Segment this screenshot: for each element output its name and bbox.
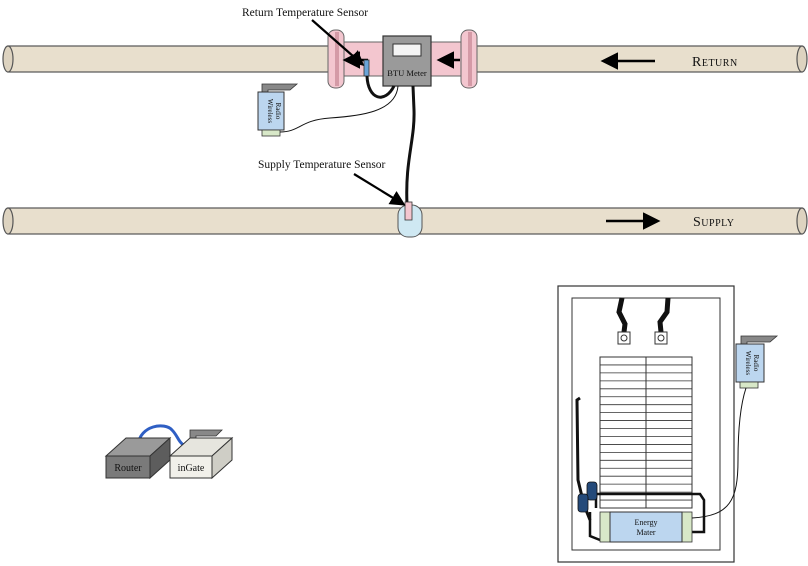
ingate-label: inGate: [178, 463, 205, 474]
radio-to-energy-meter-cable: [691, 387, 747, 519]
left-flange: [327, 29, 345, 89]
wireless-radio-panel: Wireless Radio: [735, 335, 779, 389]
breaker-stack: [599, 356, 693, 509]
ct-clamps: [577, 481, 598, 513]
router-label: Router: [114, 463, 142, 474]
return-pipe-label: Return: [692, 55, 738, 70]
return-sensor-probe: [363, 59, 370, 77]
antenna-icon: [740, 335, 779, 345]
supply-sensor-label: Supply Temperature Sensor: [258, 159, 386, 171]
radio-label-line1: Wireless: [744, 351, 752, 375]
btu-meter-label: BTU Meter: [387, 68, 427, 78]
radio-label-line2: Radio: [274, 103, 282, 120]
meter-display: [392, 43, 422, 57]
radio-label-line1: Wireless: [266, 99, 274, 123]
return-sensor-label: Return Temperature Sensor: [242, 7, 368, 19]
right-flange: [460, 29, 478, 89]
btu-meter: BTU Meter: [382, 35, 432, 87]
energy-meter-label-line2: Mater: [636, 528, 655, 537]
return-sensor-wire: [365, 75, 396, 99]
ingate: inGate: [168, 429, 234, 480]
return-sensor-pointer: [311, 19, 365, 67]
antenna-icon: [189, 429, 223, 439]
supply-sensor-wire: [405, 85, 416, 205]
antenna-icon: [261, 83, 299, 93]
energy-meter: Energy Mater: [599, 511, 693, 543]
radio-to-meter-cable: [279, 85, 399, 133]
ct-wire-inner: [588, 512, 601, 542]
energy-meter-label-line1: Energy: [635, 518, 658, 527]
router: Router: [104, 436, 172, 480]
supply-sensor: [397, 201, 423, 238]
radio-label-line2: Radio: [752, 355, 760, 372]
supply-sensor-pointer: [353, 173, 406, 206]
wireless-radio-top: Wireless Radio: [257, 83, 299, 137]
supply-pipe-label: Supply: [693, 215, 734, 230]
main-lugs: [616, 297, 671, 345]
